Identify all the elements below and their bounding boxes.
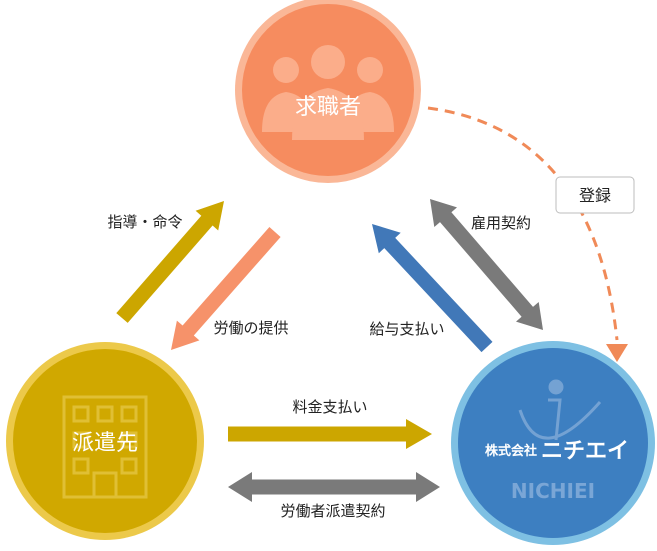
salary-payment-arrow [372, 224, 493, 353]
agency-node: 株式会社 ニチエイ NICHIEI [451, 341, 655, 545]
nichiei-logo-icon [518, 379, 602, 441]
agency-company-prefix: 株式会社 [485, 443, 537, 459]
building-icon [62, 395, 148, 499]
registration-arrow [427, 106, 628, 362]
registration-label: 登録 [579, 186, 611, 205]
labor-provision-label: 労働の提供 [213, 319, 288, 337]
jobseeker-label: 求職者 [295, 95, 361, 120]
relation-arrows [116, 199, 543, 502]
agency-logo-text: NICHIEI [511, 479, 595, 503]
dispatch-contract-arrow [228, 472, 440, 502]
people-icon [262, 45, 394, 140]
jobseeker-node: 求職者 [235, 0, 421, 183]
fee-payment-arrow [228, 419, 432, 449]
salary-payment-label: 給与支払い [369, 320, 444, 338]
client-node: 派遣先 [6, 342, 204, 540]
instruction-arrow [116, 201, 224, 323]
fee-payment-label: 料金支払い [292, 398, 367, 416]
labor-provision-arrow [171, 227, 281, 350]
employment-contract-label: 雇用契約 [471, 214, 531, 232]
instruction-label: 指導・命令 [107, 213, 182, 231]
agency-company-name: ニチエイ [541, 439, 629, 464]
client-label: 派遣先 [72, 431, 138, 456]
registration-label-box: 登録 [555, 176, 635, 214]
employment-contract-arrow [430, 199, 543, 330]
dispatch-contract-label: 労働者派遣契約 [280, 502, 385, 520]
